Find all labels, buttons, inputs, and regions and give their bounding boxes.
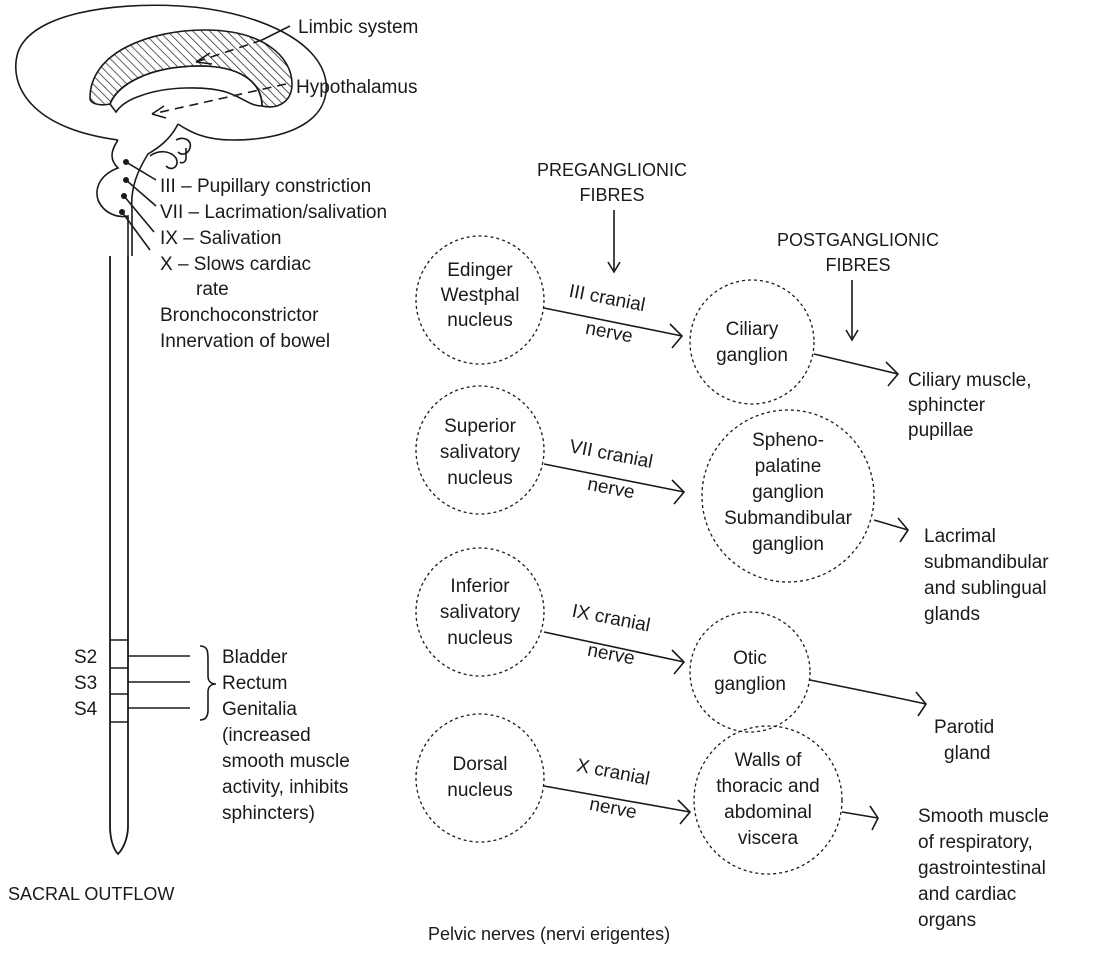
limbic-hatched-region xyxy=(89,29,293,114)
ganglion-x-line-4: viscera xyxy=(738,828,799,849)
nucleus-vii-line-2: salivatory xyxy=(440,442,521,463)
ganglion-iii-line-2: ganglion xyxy=(716,345,788,366)
ganglion-circle-vii xyxy=(701,409,875,583)
nerve-vii-line-1: VII cranial xyxy=(568,436,655,473)
brain-outline xyxy=(14,4,327,256)
sacral-root-lines xyxy=(128,645,217,721)
spinal-cord xyxy=(109,256,129,856)
segment-s4: S4 xyxy=(74,699,98,720)
nerve-iii-line-2: nerve xyxy=(584,318,635,348)
effect-bowel: Innervation of bowel xyxy=(160,331,330,352)
target-vii-line-1: Lacrimal xyxy=(924,526,996,547)
nucleus-circle-x xyxy=(415,713,545,843)
pathway-iii: Edinger Westphal nucleus III cranial ner… xyxy=(415,235,1032,441)
ganglion-ix-line-1: Otic xyxy=(733,648,767,669)
ganglion-x-line-2: thoracic and xyxy=(716,776,820,797)
ganglion-vii-line-5: ganglion xyxy=(752,534,824,555)
ganglion-iii-line-1: Ciliary xyxy=(726,319,779,340)
ganglion-x-line-3: abdominal xyxy=(724,802,812,823)
target-iii-line-3: pupillae xyxy=(908,420,974,441)
ganglion-vii-line-2: palatine xyxy=(755,456,822,477)
nucleus-iii-line-2: Westphal xyxy=(441,285,520,306)
nucleus-x-line-2: nucleus xyxy=(447,780,513,801)
target-x-line-3: gastrointestinal xyxy=(918,858,1046,879)
nerve-iii-line-1: III cranial xyxy=(567,281,647,316)
target-x-line-2: of respiratory, xyxy=(918,832,1033,853)
hypothalamus-dashed-arrow xyxy=(151,83,287,119)
brainstem-nuclei-dots xyxy=(119,159,157,251)
nucleus-iii-line-3: nucleus xyxy=(447,310,513,331)
nucleus-vii-line-1: Superior xyxy=(444,416,516,437)
ganglion-circle-ix xyxy=(689,611,811,733)
pelvic-nerves-caption: Pelvic nerves (nervi erigentes) xyxy=(428,924,670,944)
limbic-system-label: Limbic system xyxy=(298,17,418,38)
sacral-effect-note-3: activity, inhibits xyxy=(222,777,348,798)
target-vii-line-3: and sublingual xyxy=(924,578,1047,599)
target-vii-line-2: submandibular xyxy=(924,552,1049,573)
target-iii-line-1: Ciliary muscle, xyxy=(908,370,1032,391)
nerve-x-line-1: X cranial xyxy=(575,755,652,790)
nucleus-x-line-1: Dorsal xyxy=(453,754,508,775)
nucleus-ix-line-1: Inferior xyxy=(450,576,510,597)
nerve-x-line-2: nerve xyxy=(588,794,639,824)
sacral-effect-bladder: Bladder xyxy=(222,647,288,668)
ganglion-vii-line-3: ganglion xyxy=(752,482,824,503)
preganglionic-heading: PREGANGLIONIC FIBRES xyxy=(537,160,687,274)
ganglion-x-line-1: Walls of xyxy=(735,750,803,771)
ganglion-circle-iii xyxy=(689,279,815,405)
effect-iii: III – Pupillary constriction xyxy=(160,176,371,197)
ganglion-circle-x xyxy=(693,725,843,875)
effect-ix: IX – Salivation xyxy=(160,228,281,249)
nerve-ix-line-2: nerve xyxy=(586,640,637,670)
limbic-dashed-arrow xyxy=(195,25,291,65)
nucleus-ix-line-3: nucleus xyxy=(447,628,513,649)
ganglion-vii-line-4: Submandibular xyxy=(724,508,852,529)
svg-text:FIBRES: FIBRES xyxy=(579,185,644,205)
nerve-ix-line-1: IX cranial xyxy=(570,601,652,637)
svg-text:FIBRES: FIBRES xyxy=(825,255,890,275)
nucleus-vii-line-3: nucleus xyxy=(447,468,513,489)
ganglion-ix-line-2: ganglion xyxy=(714,674,786,695)
sacral-effect-genitalia: Genitalia xyxy=(222,699,297,720)
target-x-line-4: and cardiac xyxy=(918,884,1016,905)
target-ix-line-1: Parotid xyxy=(934,717,994,738)
target-x-line-5: organs xyxy=(918,910,976,931)
ganglion-vii-line-1: Spheno- xyxy=(752,430,824,451)
svg-text:PREGANGLIONIC: PREGANGLIONIC xyxy=(537,160,687,180)
sacral-effect-note-4: sphincters) xyxy=(222,803,315,824)
pathway-ix: Inferior salivatory nucleus IX cranial n… xyxy=(415,547,994,764)
effect-bronchoconstrictor: Bronchoconstrictor xyxy=(160,305,319,326)
nucleus-ix-line-2: salivatory xyxy=(440,602,521,623)
sacral-outflow-label: SACRAL OUTFLOW xyxy=(8,884,174,904)
effect-x-rate: rate xyxy=(196,279,229,300)
segment-s3: S3 xyxy=(74,673,97,694)
effect-x: X – Slows cardiac xyxy=(160,254,311,275)
target-vii-line-4: glands xyxy=(924,604,980,625)
nucleus-circle-ix xyxy=(415,547,545,677)
svg-text:POSTGANGLIONIC: POSTGANGLIONIC xyxy=(777,230,939,250)
effect-vii: VII – Lacrimation/salivation xyxy=(160,202,387,223)
sacral-effect-rectum: Rectum xyxy=(222,673,287,694)
nucleus-circle-vii xyxy=(415,385,545,515)
target-ix-line-2: gland xyxy=(944,743,991,764)
postganglionic-heading: POSTGANGLIONIC FIBRES xyxy=(777,230,939,342)
target-iii-line-2: sphincter xyxy=(908,395,986,416)
nucleus-circle-iii xyxy=(415,235,545,365)
nucleus-iii-line-1: Edinger xyxy=(447,260,513,281)
hypothalamus-label: Hypothalamus xyxy=(296,77,417,98)
segment-s2: S2 xyxy=(74,647,97,668)
nerve-vii-line-2: nerve xyxy=(586,474,637,504)
target-x-line-1: Smooth muscle xyxy=(918,806,1049,827)
sacral-effect-note-2: smooth muscle xyxy=(222,751,350,772)
sacral-effect-note-1: (increased xyxy=(222,725,311,746)
